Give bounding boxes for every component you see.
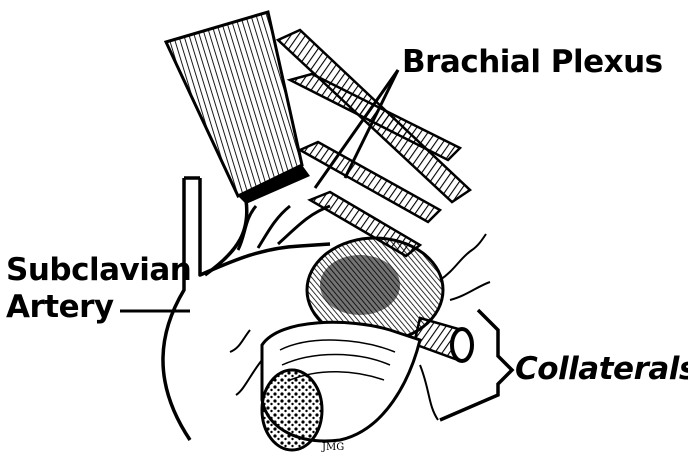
distal-artery-stump (414, 318, 472, 361)
collaterals-label: Collaterals (515, 354, 688, 385)
artist-signature: JMG (322, 443, 344, 453)
cut-vessel (262, 322, 420, 450)
artery-label: Artery (6, 292, 114, 323)
subclavian-label: Subclavian (6, 255, 191, 286)
brachial-plexus-label: Brachial Plexus (402, 47, 663, 78)
